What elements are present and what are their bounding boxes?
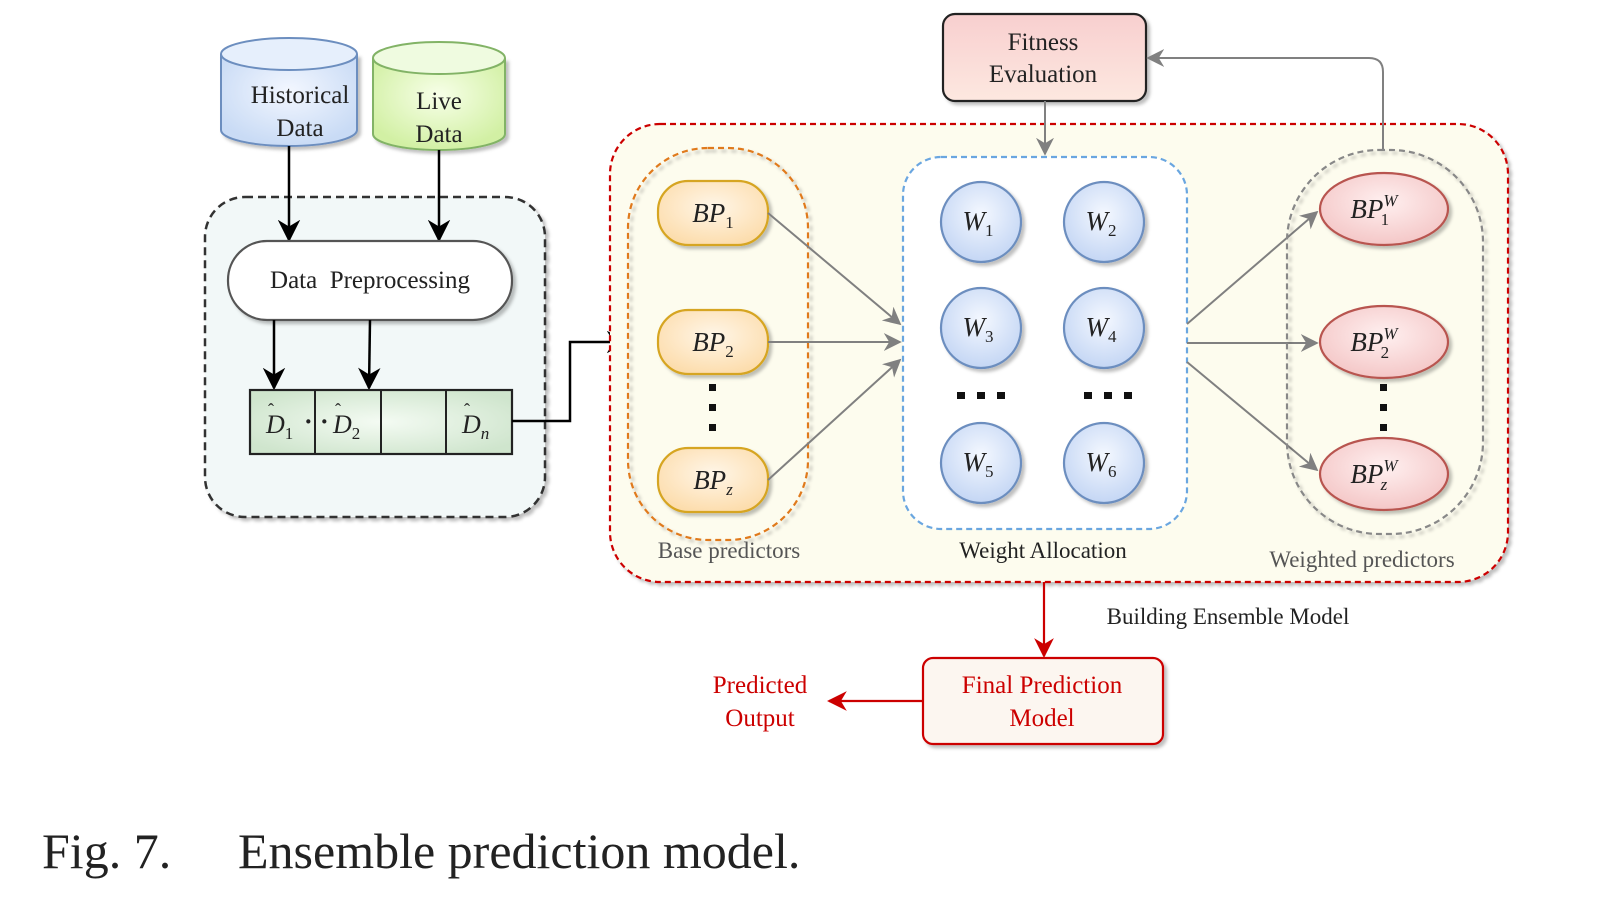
- weight-w1-label: W1: [963, 206, 994, 240]
- weight-ellipsis: [957, 392, 1132, 399]
- dataset-d1-hat: ˆ: [268, 400, 274, 420]
- weight-w6-label: W6: [1086, 447, 1117, 481]
- fitness-evaluation-box: Fitness Evaluation: [941, 12, 1148, 103]
- dataset-separator-dot-2: ·: [320, 407, 329, 436]
- data-preprocessing-box: Data Preprocessing: [226, 239, 514, 322]
- arrow-weights-to-wbp1: [1186, 210, 1319, 325]
- dataset-dn-label: Dn: [461, 410, 489, 443]
- weight-w6: W6: [1062, 421, 1146, 505]
- weight-w2: W2: [1062, 180, 1146, 264]
- base-predictors-group: [626, 146, 810, 542]
- arrow-datasets-to-ensemble: [512, 330, 630, 423]
- data-preprocessing-label: Data Preprocessing: [270, 267, 470, 294]
- historical-data-database: Historical Data: [220, 37, 358, 147]
- arrow-weights-to-wbpz: [1186, 361, 1319, 472]
- weight-w4: W4: [1062, 286, 1146, 370]
- weight-w4-label: W4: [1086, 312, 1118, 346]
- arrow-preprocessing-to-d2: [358, 319, 381, 391]
- fitness-evaluation-label-line1: Fitness: [1008, 29, 1079, 56]
- base-predictor-ellipsis: [709, 384, 716, 431]
- weight-allocation-label: Weight Allocation: [959, 538, 1127, 563]
- base-predictors-label: Base predictors: [658, 538, 800, 563]
- weighted-predictors-group: [1285, 148, 1485, 536]
- base-predictor-z: BPz: [656, 446, 770, 514]
- historical-data-label-line1: Historical: [251, 82, 350, 109]
- predicted-output-label-line1: Predicted: [713, 672, 808, 699]
- fitness-evaluation-label-line2: Evaluation: [989, 61, 1098, 88]
- dataset-dn-hat: ˆ: [464, 400, 470, 420]
- dataset-separator-dot-1: ·: [304, 407, 313, 436]
- base-predictor-z-label: BPz: [693, 465, 733, 499]
- building-ensemble-model-label: Building Ensemble Model: [1107, 604, 1350, 629]
- final-prediction-model-box: Final Prediction Model: [921, 656, 1165, 746]
- live-data-database: Live Data: [372, 41, 506, 151]
- dataset-d2-label: D2: [332, 410, 360, 443]
- arrow-bp1-to-weights: [767, 212, 902, 326]
- figure-caption: Fig. 7. Ensemble prediction model.: [42, 822, 800, 880]
- historical-data-label-line2: Data: [276, 115, 323, 142]
- base-predictor-1-label: BP1: [692, 198, 734, 232]
- weight-w1: W1: [939, 180, 1023, 264]
- weight-w2-label: W2: [1086, 206, 1117, 240]
- weighted-predictors-label: Weighted predictors: [1269, 547, 1454, 572]
- live-data-label-line1: Live: [416, 88, 462, 115]
- base-predictor-1: BP1: [656, 179, 770, 247]
- dataset-d2-hat: ˆ: [335, 400, 341, 420]
- dataset-d1-label: D1: [265, 410, 293, 443]
- weight-w5-label: W5: [963, 447, 994, 481]
- base-predictor-2: BP2: [656, 308, 770, 376]
- figure-number: Fig. 7.: [42, 823, 172, 879]
- live-data-label-line2: Data: [415, 121, 462, 148]
- figure-caption-text: Ensemble prediction model.: [238, 823, 801, 879]
- arrow-bpz-to-weights: [767, 358, 902, 481]
- dataset-partitions: D1 ˆ · · D2 ˆ Dn ˆ: [248, 388, 514, 456]
- base-predictor-2-label: BP2: [692, 327, 734, 361]
- weighted-predictor-ellipsis: [1380, 384, 1387, 431]
- weight-w5: W5: [939, 421, 1023, 505]
- weight-w3: W3: [939, 286, 1023, 370]
- arrow-weighted-to-fitness: [1146, 49, 1384, 150]
- final-prediction-model-label-line2: Model: [1009, 705, 1074, 732]
- predicted-output-label-line2: Output: [725, 705, 795, 732]
- weight-w3-label: W3: [963, 312, 994, 346]
- final-prediction-model-label-line1: Final Prediction: [962, 672, 1123, 699]
